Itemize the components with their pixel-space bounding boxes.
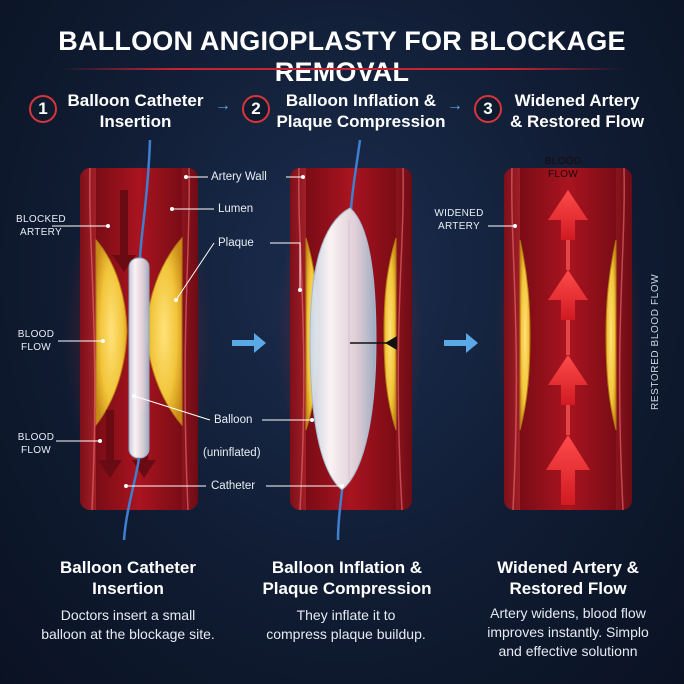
page-title: BALLOON ANGIOPLASTY FOR BLOCKAGE REMOVAL: [58, 26, 626, 87]
title-divider: [60, 68, 624, 70]
catheter-label: Catheter: [211, 480, 256, 492]
step-3-title-line2: & Restored Flow: [509, 112, 645, 131]
right-arrow-icon: [444, 333, 478, 353]
caption-1-desc-line2: balloon at the blockage site.: [41, 626, 215, 642]
uninflated-label: (uninflated): [203, 447, 261, 459]
caption-2-title-line2: Plaque Compression: [262, 579, 432, 598]
blood-flow-label-upper-line2: FLOW: [20, 342, 52, 353]
restored-blood-flow-label: RESTORED BLOOD FLOW: [650, 273, 661, 410]
step-3-title-line1: Widened Artery: [514, 91, 640, 110]
blood-flow-label-upper-line1: BLOOD: [17, 329, 55, 340]
step-2-title: Balloon Inflation & Plaque Compression: [270, 90, 452, 132]
right-arrow-icon: →: [215, 97, 231, 114]
step-1-title-line1: Balloon Catheter: [67, 91, 204, 110]
caption-2-desc-line1: They inflate it to: [296, 607, 396, 623]
step-3-number: 3: [474, 95, 502, 123]
blood-flow-label-upper: BLOOD FLOW: [14, 328, 58, 354]
widened-artery-label-line1: WIDENED: [434, 208, 484, 219]
step-1-title-line2: Insertion: [99, 112, 172, 131]
panel-1-artery: [64, 139, 212, 541]
caption-1-desc-line1: Doctors insert a small: [60, 607, 196, 623]
step-2-number: 2: [242, 95, 270, 123]
panel-3-artery: [494, 160, 642, 511]
caption-2-description: They inflate it to compress plaque build…: [246, 606, 446, 644]
right-arrow-icon: [232, 333, 266, 353]
step-3-title: Widened Artery & Restored Flow: [502, 90, 652, 132]
balloon-label: Balloon: [214, 414, 253, 426]
caption-3-title: Widened Artery & Restored Flow: [468, 557, 668, 599]
step-2-title-line2: Plaque Compression: [276, 112, 446, 131]
blocked-artery-label-line1: BLOCKED: [16, 214, 66, 225]
blocked-artery-label-line2: ARTERY: [19, 227, 62, 238]
step-1-title: Balloon Catheter Insertion: [58, 90, 213, 132]
caption-3-description: Artery widens, blood flow improves insta…: [462, 604, 674, 661]
blocked-artery-label: BLOCKED ARTERY: [14, 213, 68, 239]
caption-1-title-line1: Balloon Catheter: [59, 558, 197, 577]
caption-2-title-line1: Balloon Inflation &: [271, 558, 423, 577]
caption-2-desc-line2: compress plaque buildup.: [266, 626, 426, 642]
caption-3-title-line1: Widened Artery &: [497, 558, 639, 577]
caption-3-desc-line2: improves instantly. Simplo: [487, 624, 649, 640]
step-1-number: 1: [29, 95, 57, 123]
label-leader-lines: [52, 176, 515, 487]
caption-2-title: Balloon Inflation & Plaque Compression: [242, 557, 452, 599]
blood-flow-label-lower-line2: FLOW: [20, 445, 52, 456]
caption-1-description: Doctors insert a small balloon at the bl…: [10, 606, 246, 644]
caption-3-desc-line1: Artery widens, blood flow: [490, 605, 646, 621]
artery-wall-label: Artery Wall: [211, 171, 267, 183]
plaque-label: Plaque: [218, 237, 254, 249]
widened-artery-label: WIDENED ARTERY: [430, 207, 488, 233]
lumen-label: Lumen: [218, 203, 254, 215]
right-arrow-icon: →: [447, 97, 463, 114]
blood-flow-label-lower-line1: BLOOD: [17, 432, 55, 443]
caption-1-title: Balloon Catheter Insertion: [18, 557, 238, 599]
caption-3-title-line2: Restored Flow: [509, 579, 627, 598]
step-2-title-line1: Balloon Inflation &: [285, 91, 437, 110]
panel-2-artery: [276, 139, 424, 541]
caption-1-title-line2: Insertion: [92, 579, 164, 598]
blood-flow-label-panel3: BLOOD FLOW: [538, 155, 588, 181]
widened-artery-label-line2: ARTERY: [437, 221, 480, 232]
caption-3-desc-line3: and effective solutionn: [498, 643, 638, 659]
blood-flow-label-panel3-line1: BLOOD: [544, 156, 582, 167]
blood-flow-label-lower: BLOOD FLOW: [14, 431, 58, 457]
blood-flow-label-panel3-line2: FLOW: [547, 169, 579, 180]
